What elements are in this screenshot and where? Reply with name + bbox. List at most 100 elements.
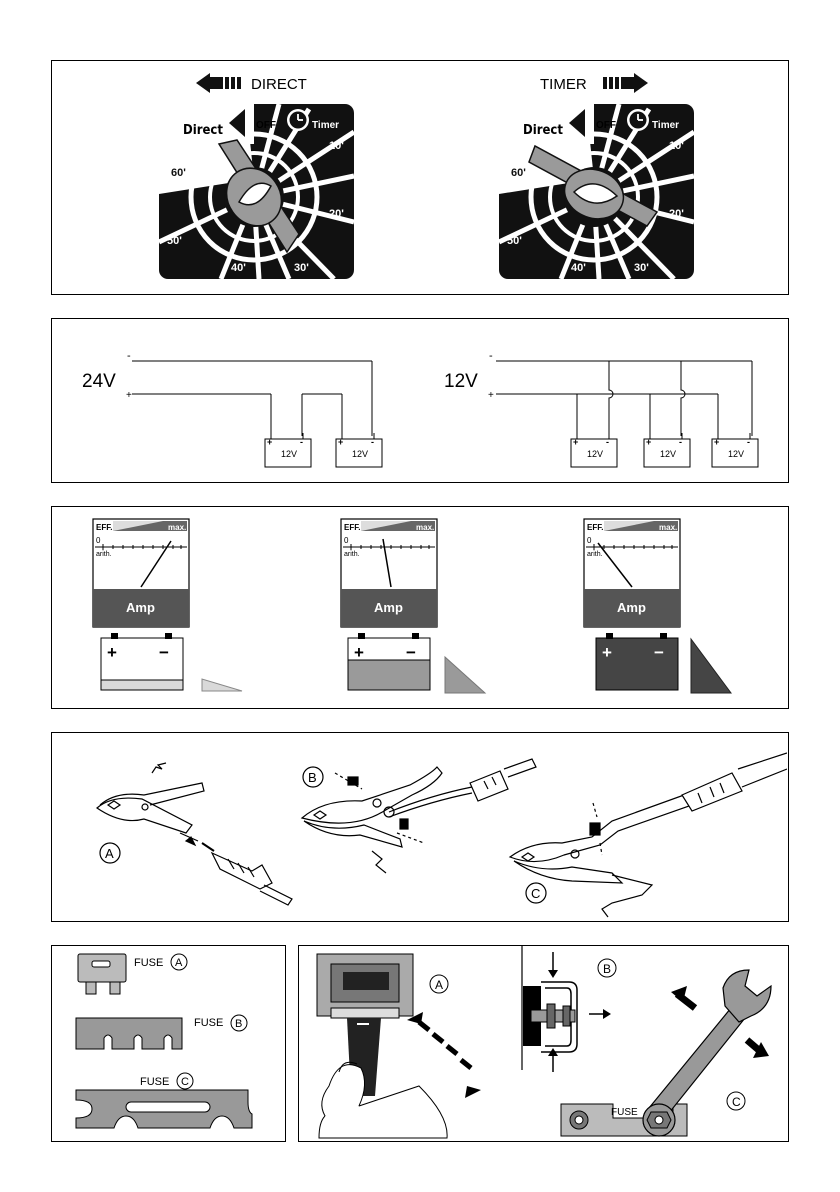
charge-level-wedge-dark	[691, 639, 731, 693]
battery-plus: +	[646, 437, 651, 447]
battery-plus: +	[107, 643, 117, 662]
meter-2: EFF. max. 0 arith. Amp	[341, 519, 437, 627]
fuse-a-label: FUSE	[134, 957, 163, 969]
battery-label: 12V	[281, 449, 297, 459]
left-plus-label: +	[126, 390, 132, 401]
clamp-label-c: C	[526, 883, 546, 903]
battery-plus: +	[573, 437, 578, 447]
battery-minus: −	[159, 643, 169, 662]
fuse-a-letter: A	[175, 957, 183, 969]
clamp-diagram: A B C	[52, 733, 787, 920]
fuse-a-drawing	[78, 954, 126, 994]
timer-header: TIMER	[540, 73, 648, 93]
dial-direct-label: Direct	[523, 123, 563, 138]
charge-diagram: EFF. max. 0 arith. Amp EFF. max. 0 arith…	[52, 507, 787, 707]
wiring-panel: - + 24V - + 12V 12V + - 12V + - 12V + - …	[51, 318, 789, 483]
fuse-b-letter: B	[235, 1018, 242, 1030]
battery-minus: -	[606, 437, 609, 447]
battery-plus: +	[354, 643, 364, 662]
wrench-fuse-label: FUSE	[611, 1107, 638, 1118]
charge-level-wedge-light	[202, 679, 242, 691]
clamp-letter-b: B	[308, 770, 317, 785]
clamp-label-b: B	[303, 767, 323, 787]
battery-minus: -	[371, 437, 374, 447]
meter-max-label: max.	[416, 523, 434, 532]
battery-dark: + −	[596, 633, 678, 690]
tools-letter-b: B	[603, 962, 611, 976]
left-arrow-icon	[196, 73, 210, 93]
fuse-panel: FUSE A FUSE B FUSE C	[51, 945, 286, 1142]
right-voltage-label: 12V	[444, 371, 478, 392]
fuse-b-label: FUSE	[194, 1017, 223, 1029]
mark-40: 40'	[571, 262, 586, 274]
meter-eff-label: EFF.	[96, 523, 112, 532]
clamp-b-drawing	[302, 759, 536, 873]
timer-direct-diagram: DIRECT Direct OFF Timer 10' 20' 30' 40' …	[52, 61, 787, 293]
battery-plus: +	[267, 437, 272, 447]
left-voltage-label: 24V	[82, 371, 116, 392]
clamp-panel: A B C	[51, 732, 789, 922]
wrench-drawing: FUSE	[561, 970, 771, 1136]
meter-max-label: max.	[168, 523, 186, 532]
dial-timer-label: Timer	[312, 120, 339, 131]
mark-50: 50'	[507, 235, 522, 247]
fuse-replacement-panel: A B FUSE	[298, 945, 789, 1142]
battery-minus: -	[747, 437, 750, 447]
battery-plus: +	[602, 643, 612, 662]
battery-light: + −	[101, 633, 183, 690]
dial-direct: Direct OFF Timer 10' 20' 30' 40' 50' 60'	[159, 104, 354, 279]
charge-panel: EFF. max. 0 arith. Amp EFF. max. 0 arith…	[51, 506, 789, 709]
tools-letter-c: C	[732, 1095, 741, 1109]
battery-label: 12V	[352, 449, 368, 459]
battery-minus: -	[679, 437, 682, 447]
meter-eff-label: EFF.	[344, 523, 360, 532]
clamp-c-drawing	[510, 753, 787, 917]
clamp-letter-a: A	[105, 846, 114, 861]
meter-eff-label: EFF.	[587, 523, 603, 532]
clamp-label-a: A	[100, 843, 120, 863]
meter-zero-label: 0	[587, 536, 592, 545]
mark-40: 40'	[231, 262, 246, 274]
mark-10: 10'	[329, 140, 344, 152]
mark-10: 10'	[669, 140, 684, 152]
fuse-replacement-diagram: A B FUSE	[299, 946, 787, 1140]
battery-minus: −	[406, 643, 416, 662]
meter-arith-label: arith.	[587, 551, 603, 558]
battery-plus: +	[714, 437, 719, 447]
clamp-letter-c: C	[531, 886, 540, 901]
meter-amp-label: Amp	[374, 600, 403, 615]
direct-header: DIRECT	[196, 73, 307, 93]
battery-label: 12V	[728, 449, 744, 459]
clamp-a-drawing	[97, 763, 292, 905]
battery-2: 12V + -	[336, 433, 382, 467]
fuse-b-drawing	[76, 1018, 182, 1049]
dial-timer-label: Timer	[652, 120, 679, 131]
charge-level-wedge-medium	[445, 657, 485, 693]
meter-zero-label: 0	[96, 536, 101, 545]
mark-20: 20'	[669, 208, 684, 220]
tools-letter-a: A	[435, 978, 443, 992]
fuse-c-label: FUSE	[140, 1076, 169, 1088]
dial-timer: Direct OFF Timer 10' 20' 30' 40' 50' 60'	[499, 104, 694, 279]
right-plus-label: +	[488, 390, 494, 401]
left-minus-label: -	[127, 350, 131, 362]
fuse-c-letter: C	[181, 1076, 189, 1088]
meter-arith-label: arith.	[344, 551, 360, 558]
battery-label: 12V	[587, 449, 603, 459]
fuse-puller-drawing	[317, 954, 447, 1138]
battery-5: 12V + -	[712, 433, 758, 467]
battery-label: 12V	[660, 449, 676, 459]
direct-title: DIRECT	[251, 76, 307, 93]
battery-4: 12V + -	[644, 433, 690, 467]
meter-amp-label: Amp	[617, 600, 646, 615]
mark-30: 30'	[294, 262, 309, 274]
timer-title: TIMER	[540, 76, 587, 93]
battery-3: 12V + -	[571, 433, 617, 467]
meter-3: EFF. max. 0 arith. Amp	[584, 519, 680, 627]
meter-arith-label: arith.	[96, 551, 112, 558]
battery-minus: -	[300, 437, 303, 447]
right-arrow-icon	[634, 73, 648, 93]
fuse-diagram: FUSE A FUSE B FUSE C	[52, 946, 284, 1140]
wiring-diagram: - + 24V - + 12V 12V + - 12V + - 12V + - …	[52, 319, 787, 481]
battery-minus: −	[654, 643, 664, 662]
